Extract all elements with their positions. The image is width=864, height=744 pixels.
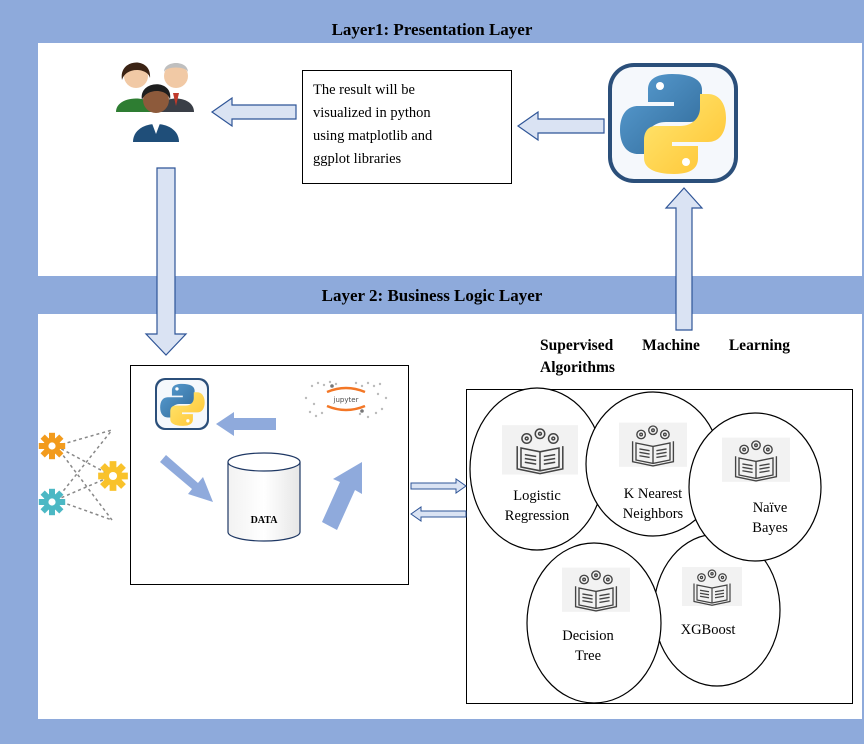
result-description-box: The result will be visualized in python … — [302, 70, 512, 184]
label-line: Logistic — [513, 488, 561, 504]
algorithms-heading: Supervised Machine Learning Algorithms — [540, 337, 790, 376]
gear-book-icon — [681, 566, 743, 607]
label-line: XGBoost — [680, 622, 736, 638]
result-line: visualized in python — [313, 105, 431, 121]
data-label: DATA — [251, 515, 279, 526]
result-line: using matplotlib and — [313, 128, 433, 144]
gear-network-icon — [38, 429, 128, 521]
gear-book-icon — [501, 424, 579, 476]
label-line: Decision — [562, 628, 614, 644]
arrow-data-to-jupyter — [322, 462, 362, 530]
label-line: Neighbors — [622, 506, 684, 522]
gear-book-icon — [618, 421, 688, 468]
result-line: The result will be — [313, 82, 415, 98]
xgboost-label: XGBoost — [658, 620, 758, 640]
data-cylinder-icon: DATA — [227, 452, 301, 542]
label-line: K Nearest — [623, 486, 683, 502]
result-line: ggplot libraries — [313, 151, 402, 167]
k-nearest-neighbors-label: K Nearest Neighbors — [600, 484, 706, 524]
layer2-title: Layer 2: Business Logic Layer — [321, 286, 543, 305]
python-logo-icon — [608, 63, 738, 183]
python-small-icon — [155, 378, 209, 430]
arrow-python-to-data — [160, 455, 213, 502]
jupyter-label: jupyter — [333, 396, 359, 404]
bidirectional-arrows — [410, 478, 467, 522]
gear-book-icon — [561, 566, 631, 613]
arrow-to-users — [210, 96, 297, 128]
arrow-down-to-data — [144, 167, 188, 356]
label-line: Regression — [504, 508, 570, 524]
users-group-icon — [116, 62, 194, 142]
decision-tree-ellipse — [526, 542, 662, 704]
jupyter-logo-icon: jupyter — [304, 380, 388, 419]
naive-bayes-ellipse — [688, 412, 822, 562]
label-line: Naïve — [752, 500, 788, 516]
label-line: Tree — [574, 648, 602, 664]
decision-tree-label: Decision Tree — [538, 626, 638, 666]
arrow-to-result — [516, 110, 605, 142]
arrow-jupyter-to-python — [216, 412, 276, 436]
arrow-up-to-python — [664, 187, 704, 331]
naive-bayes-label: Naïve Bayes — [720, 498, 820, 538]
gear-book-icon — [721, 436, 791, 483]
layer1-title: Layer1: Presentation Layer — [331, 20, 533, 39]
logistic-regression-label: Logistic Regression — [487, 486, 587, 526]
label-line: Bayes — [752, 520, 788, 536]
